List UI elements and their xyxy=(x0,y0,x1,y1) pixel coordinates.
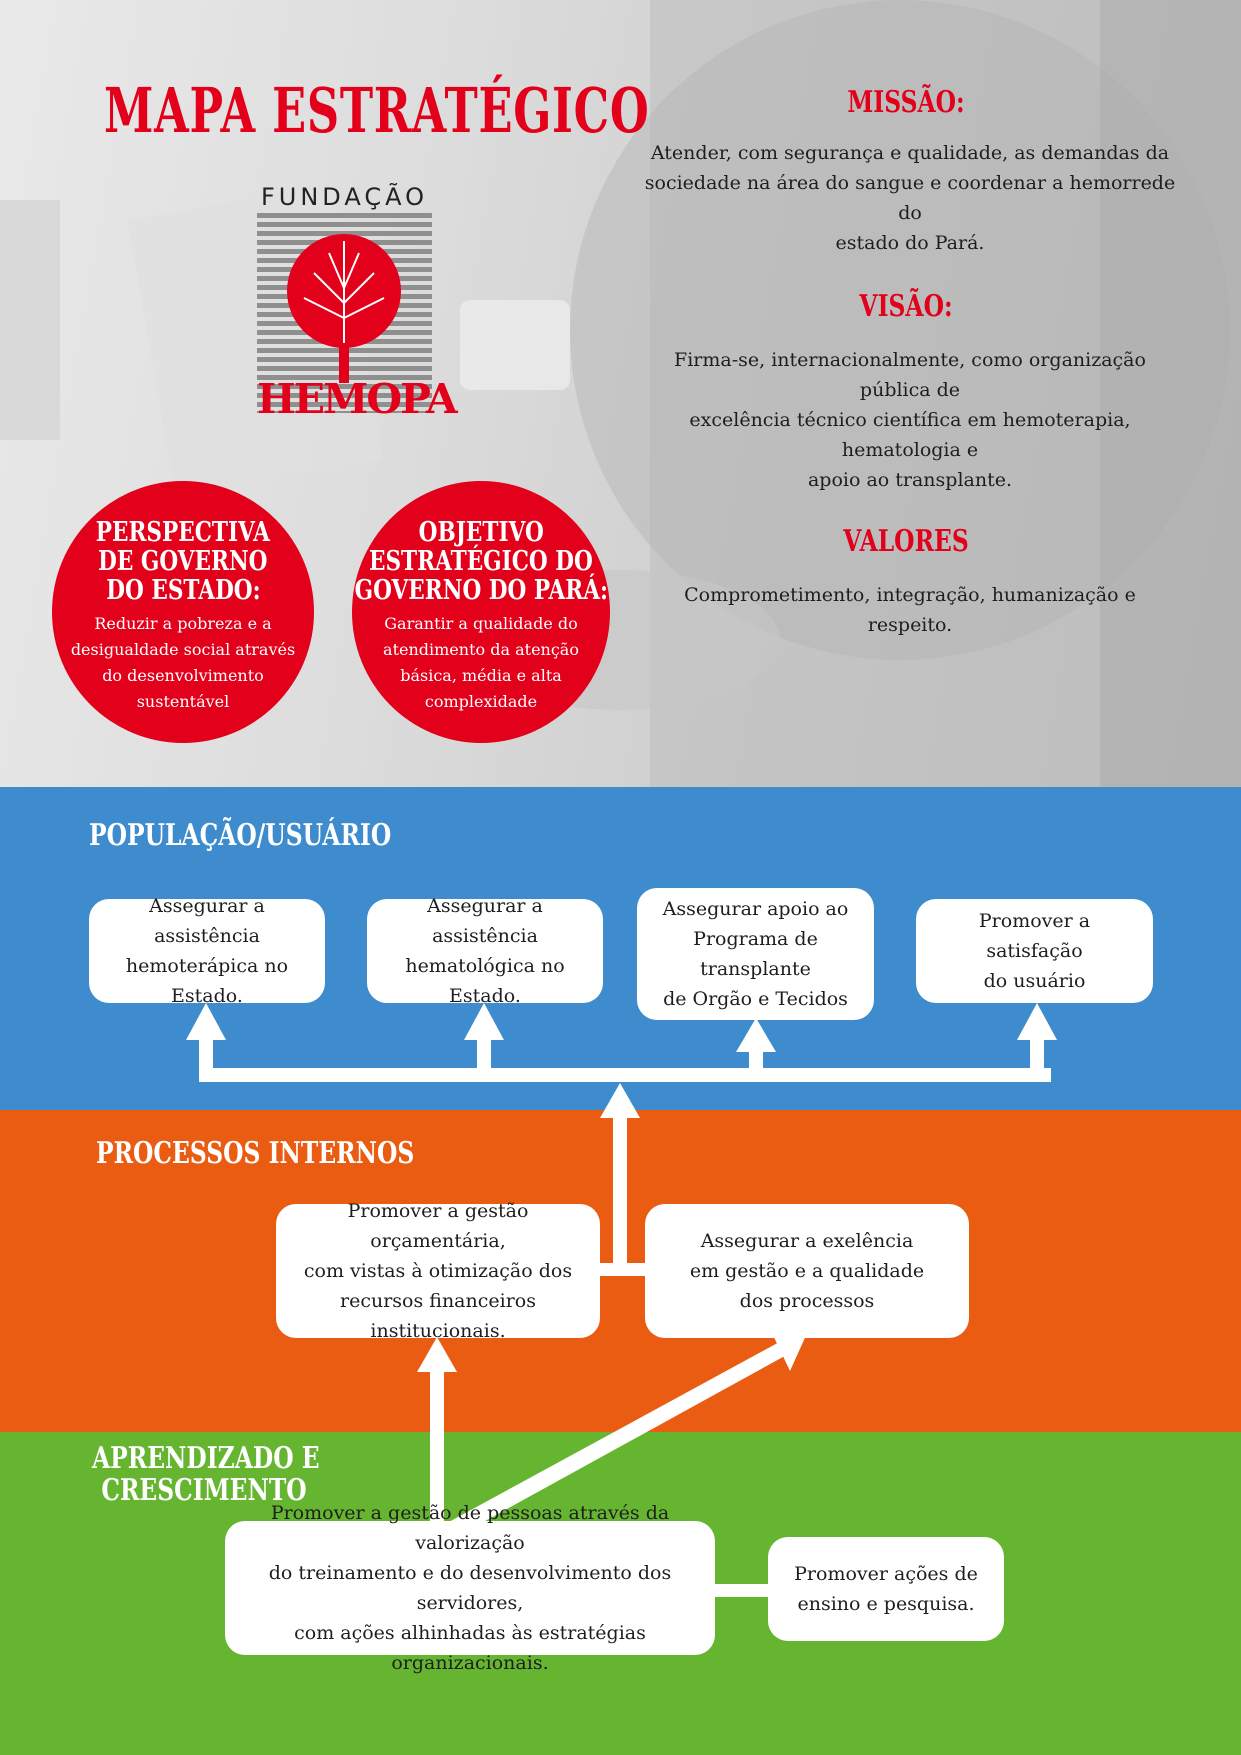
missao-line: estado do Pará. xyxy=(835,232,985,254)
visao-text: Firma-se, internacionalmente, como organ… xyxy=(640,345,1180,495)
objetivo-body-line: atendimento da atenção xyxy=(383,640,579,659)
box-line: Assegurar a assistência xyxy=(427,895,543,947)
box-line: Assegurar a exelência xyxy=(700,1230,914,1252)
visao-line: excelência técnico científica em hemoter… xyxy=(689,409,1131,461)
hemopa-logo: FUNDAÇÃO HEMOPA xyxy=(257,183,458,433)
objetivo-heading-line: OBJETIVO xyxy=(418,517,544,548)
visao-heading: VISÃO: xyxy=(859,289,953,324)
box-line: com vistas à otimização dos xyxy=(303,1260,573,1282)
processos-label: PROCESSOS INTERNOS xyxy=(96,1136,415,1171)
box-line: dos processos xyxy=(739,1290,875,1312)
missao-text: Atender, com segurança e qualidade, as d… xyxy=(640,138,1180,258)
box-line: hemoterápica no Estado. xyxy=(125,955,289,1007)
perspectiva-body-line: sustentável xyxy=(136,692,230,711)
perspectiva-body: Reduzir a pobreza e a desigualdade socia… xyxy=(71,611,295,715)
objetivo-circle: OBJETIVO ESTRATÉGICO DO GOVERNO DO PARÁ:… xyxy=(352,481,610,743)
box-line: Promover a gestão de pessoas através da … xyxy=(270,1502,670,1554)
arrow-up-icon xyxy=(1017,1003,1057,1040)
box-line: em gestão e a qualidade xyxy=(689,1260,925,1282)
objetivo-heading-line: ESTRATÉGICO DO xyxy=(369,546,593,577)
arrow-up-icon xyxy=(736,1018,776,1052)
perspectiva-heading-line: DE GOVERNO xyxy=(98,546,268,577)
diagonal-connector xyxy=(436,1340,792,1542)
arrow-up-icon xyxy=(186,1003,226,1040)
perspectiva-circle: PERSPECTIVA DE GOVERNO DO ESTADO: Reduzi… xyxy=(52,481,314,743)
valores-text: Comprometimento, integração, humanização… xyxy=(640,580,1180,640)
box-line: Programa de transplante xyxy=(693,928,818,980)
valores-line: Comprometimento, integração, humanização… xyxy=(684,584,1136,636)
processos-box: Assegurar a exelência em gestão e a qual… xyxy=(645,1204,969,1338)
background-photo xyxy=(0,0,1241,787)
objetivo-body-line: Garantir a qualidade do xyxy=(384,614,578,633)
valores-heading: VALORES xyxy=(843,524,969,559)
box-line: do treinamento e do desenvolvimento dos … xyxy=(268,1562,672,1614)
tree-icon xyxy=(287,234,401,383)
objetivo-heading-line: GOVERNO DO PARÁ: xyxy=(354,575,608,606)
perspectiva-body-line: do desenvolvimento xyxy=(102,666,264,685)
box-line: Assegurar apoio ao xyxy=(662,898,849,920)
populacao-box: Promover a satisfação do usuário xyxy=(916,899,1153,1003)
perspectiva-heading-line: PERSPECTIVA xyxy=(95,517,271,548)
page-title: MAPA ESTRATÉGICO xyxy=(104,74,650,147)
box-line: de Orgão e Tecidos xyxy=(663,988,848,1010)
objetivo-body-line: complexidade xyxy=(424,692,538,711)
aprendizado-label-line: APRENDIZADO E xyxy=(92,1441,320,1476)
missao-line: Atender, com segurança e qualidade, as d… xyxy=(650,142,1170,164)
box-line: Promover a gestão orçamentária, xyxy=(347,1200,529,1252)
box-line: com ações alhinhadas às estratégias orga… xyxy=(294,1622,646,1674)
logo-top-text: FUNDAÇÃO xyxy=(260,183,429,211)
box-line: hematológica no Estado. xyxy=(405,955,565,1007)
box-line: Promover ações de xyxy=(794,1563,978,1585)
logo-bottom-text: HEMOPA xyxy=(257,375,458,423)
arrow-diagonal-icon xyxy=(772,1331,808,1371)
populacao-label: POPULAÇÃO/USUÁRIO xyxy=(89,818,392,853)
arrow-up-icon xyxy=(417,1337,457,1372)
missao-heading: MISSÃO: xyxy=(847,85,965,120)
box-line: recursos financeiros institucionais. xyxy=(340,1290,536,1342)
objetivo-body-line: básica, média e alta xyxy=(400,666,562,685)
missao-line: sociedade na área do sangue e coordenar … xyxy=(644,172,1176,224)
box-line: Assegurar a assistência xyxy=(149,895,265,947)
visao-line: apoio ao transplante. xyxy=(807,469,1013,491)
hero-section: MAPA ESTRATÉGICO FUNDAÇÃO HEMOPA MISSÃO:… xyxy=(0,0,1241,787)
populacao-box: Assegurar a assistência hematológica no … xyxy=(367,895,603,1007)
population-connector-bar xyxy=(199,1068,1051,1082)
box-line: Promover a satisfação xyxy=(978,910,1091,962)
objetivo-body: Garantir a qualidade do atendimento da a… xyxy=(383,611,579,715)
box-line: do usuário xyxy=(983,970,1086,992)
aprendizado-box: Promover a gestão de pessoas através da … xyxy=(225,1502,715,1674)
visao-line: Firma-se, internacionalmente, como organ… xyxy=(674,349,1146,401)
perspectiva-body-line: desigualdade social através xyxy=(70,640,296,659)
perspectiva-heading-line: DO ESTADO: xyxy=(105,575,261,606)
arrow-up-icon xyxy=(464,1003,504,1040)
perspectiva-body-line: Reduzir a pobreza e a xyxy=(94,614,272,633)
processos-box: Promover a gestão orçamentária, com vist… xyxy=(276,1200,600,1342)
populacao-box: Assegurar a assistência hemoterápica no … xyxy=(89,895,325,1007)
aprendizado-label-line: CRESCIMENTO xyxy=(101,1473,307,1508)
populacao-box: Assegurar apoio ao Programa de transplan… xyxy=(637,888,874,1020)
arrow-up-icon xyxy=(600,1083,640,1118)
aprendizado-label: APRENDIZADO E CRESCIMENTO xyxy=(92,1443,320,1507)
aprendizado-box: Promover ações de ensino e pesquisa. xyxy=(768,1537,1004,1641)
box-line: ensino e pesquisa. xyxy=(797,1593,975,1615)
